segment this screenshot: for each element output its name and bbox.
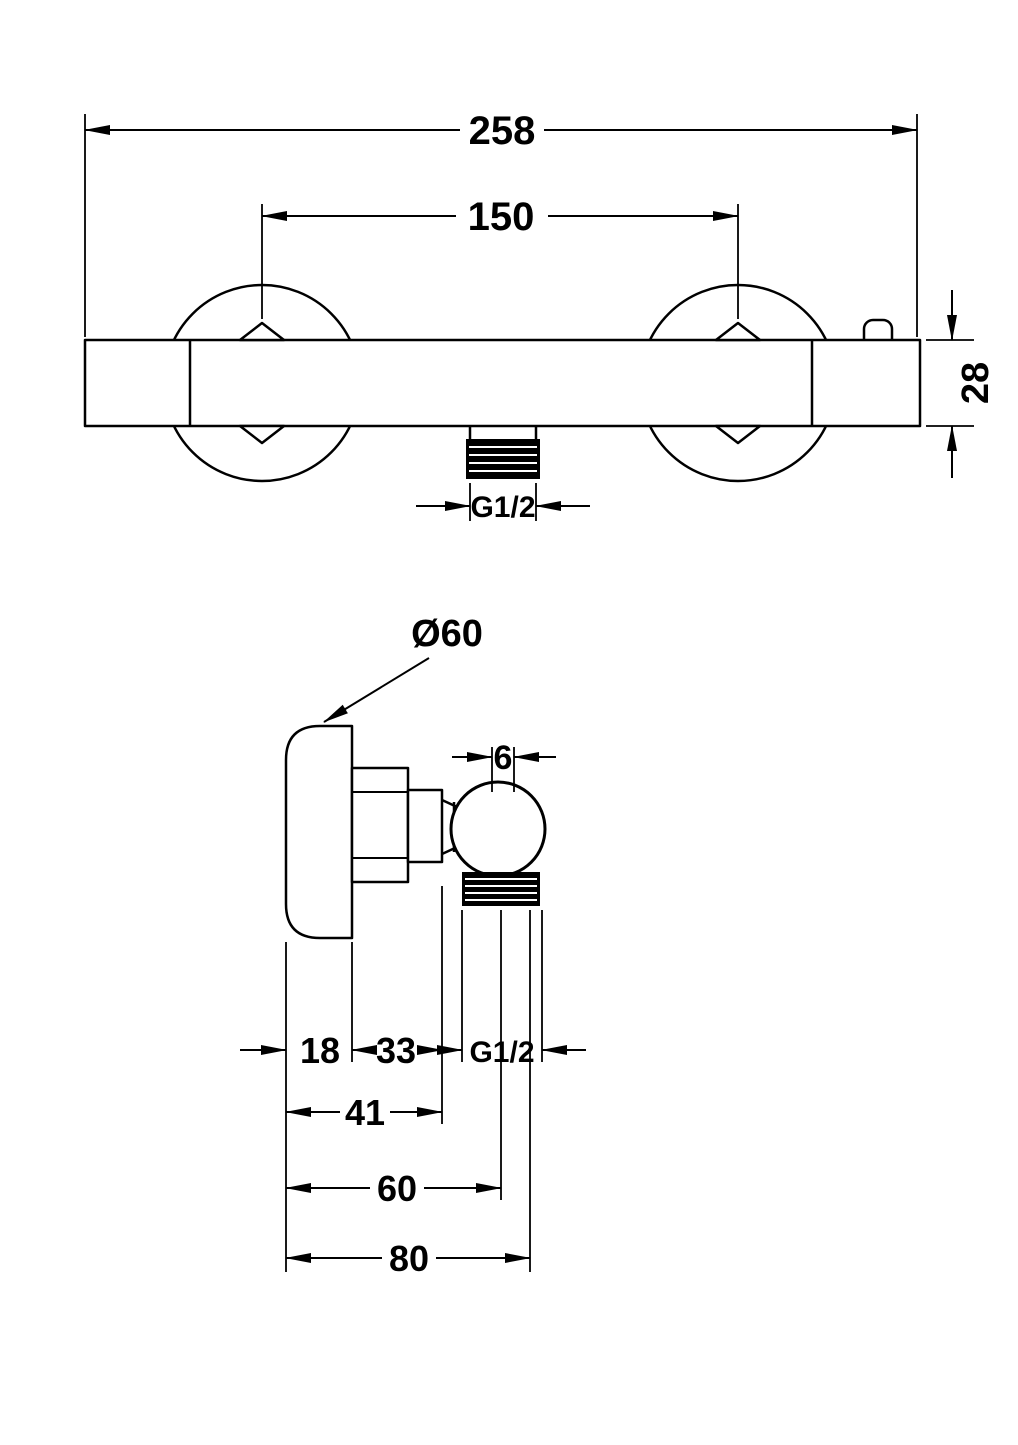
side-view-dimensions: Ø60 6 18 33 G1/2 41 60 [240,613,586,1279]
escutcheon-side-profile [284,724,354,940]
dim-depth-41: 41 [345,1092,385,1133]
dim-mount-spacing: 150 [468,195,535,239]
dim-flange-gap: 6 [494,739,513,777]
mount-marker-top-right [714,321,762,342]
dim-plate-depth: 18 [300,1030,340,1071]
mount-marker-bottom-right [714,424,762,445]
dim-front-outlet-thread: G1/2 [470,491,535,524]
diameter-leader-line [323,657,430,723]
dim-overall-width: 258 [469,109,536,153]
bar-cross-section [449,780,547,878]
mixer-bar-body [83,338,922,428]
mount-marker-bottom-left [238,424,286,445]
valve-body-section [350,766,410,884]
front-view [83,283,922,483]
dim-side-outlet-thread: G1/2 [469,1036,534,1069]
side-view [284,724,547,940]
outlet-thread-side [462,872,540,906]
valve-body-step [406,788,444,864]
dim-total-depth: 80 [389,1238,429,1279]
outlet-thread-front [466,439,540,479]
front-view-dimensions: 258 150 28 G1/2 [84,109,997,524]
dim-depth-60: 60 [377,1168,417,1209]
mount-marker-top-left [238,321,286,342]
dim-escutcheon-diameter: Ø60 [411,613,483,655]
dim-body-depth: 33 [376,1030,416,1071]
dim-bar-height: 28 [955,362,997,404]
